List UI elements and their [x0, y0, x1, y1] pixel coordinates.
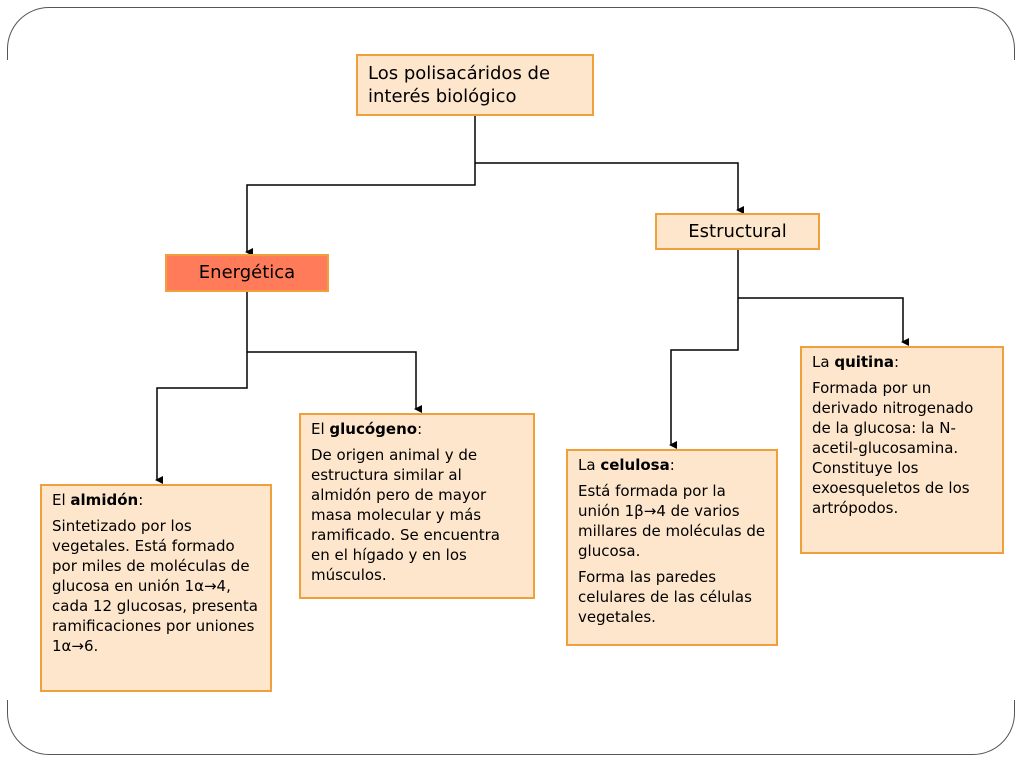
- estructural-label: Estructural: [688, 220, 787, 242]
- almidon-text: Sintetizado por los vegetales. Está form…: [52, 517, 258, 655]
- quitina-name: quitina: [834, 353, 894, 371]
- root-title: Los polisacáridos de interés biológico: [368, 63, 551, 107]
- almidon-heading: El almidón:: [52, 491, 144, 509]
- root-node: Los polisacáridos de interés biológico: [356, 54, 594, 116]
- connector-energetica-glucogeno: [247, 351, 422, 413]
- almidon-name: almidón: [70, 491, 139, 509]
- energetica-label: Energética: [198, 262, 296, 283]
- energetica-node: Energética: [165, 254, 329, 292]
- frame-gap-left: [0, 60, 20, 700]
- glucogeno-node: El glucógeno: De origen animal y de estr…: [299, 413, 535, 599]
- quitina-text: Formada por un derivado nitrogenado de l…: [812, 379, 974, 517]
- connector-root-estructural: [475, 162, 744, 214]
- celulosa-name: celulosa: [600, 456, 670, 474]
- glucogeno-name: glucógeno: [329, 420, 418, 438]
- celulosa-text-2: Forma las paredes celulares de las célul…: [578, 568, 752, 626]
- connector-estructural-celulosa: [669, 250, 739, 449]
- connector-estructural-quitina: [738, 297, 909, 346]
- glucogeno-heading: El glucógeno:: [311, 420, 423, 438]
- quitina-node: La quitina: Formada por un derivado nitr…: [800, 346, 1004, 554]
- almidon-node: El almidón: Sintetizado por los vegetale…: [40, 484, 272, 692]
- connector-root-energetica: [245, 115, 476, 256]
- quitina-heading: La quitina:: [812, 353, 900, 371]
- celulosa-text-1: Está formada por la unión 1β→4 de varios…: [578, 482, 766, 560]
- celulosa-heading: La celulosa:: [578, 456, 675, 474]
- frame-gap-right: [1004, 60, 1024, 700]
- estructural-node: Estructural: [655, 213, 820, 250]
- celulosa-node: La celulosa: Está formada por la unión 1…: [566, 449, 778, 646]
- glucogeno-text: De origen animal y de estructura similar…: [311, 446, 500, 584]
- connector-energetica-almidon: [155, 292, 248, 484]
